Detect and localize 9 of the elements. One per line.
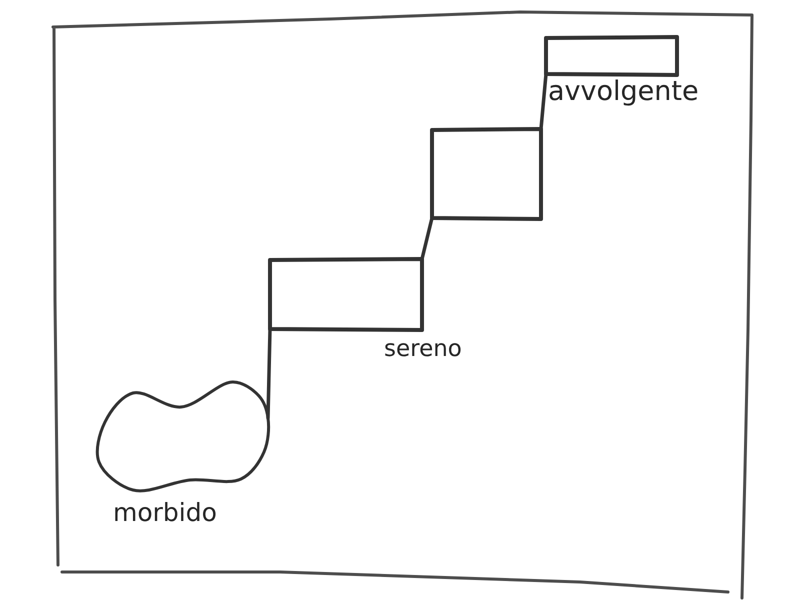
shape-caption: morbido xyxy=(113,500,217,526)
rectangle-box xyxy=(544,35,679,77)
connector-line xyxy=(420,216,434,261)
connector-line xyxy=(266,327,272,420)
connector-line xyxy=(539,72,548,131)
rectangle-box xyxy=(268,257,424,332)
shape-caption: sereno xyxy=(384,337,462,362)
shape-caption: avvolgente xyxy=(548,78,699,106)
rectangle-box xyxy=(430,127,543,221)
